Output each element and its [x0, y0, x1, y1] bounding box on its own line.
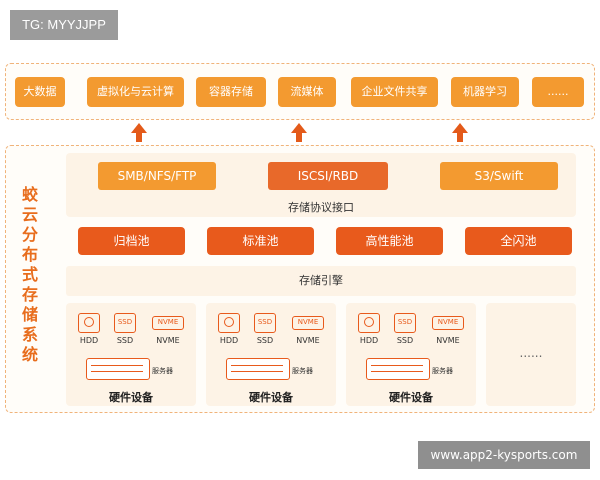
hdd-icon	[78, 313, 100, 333]
hdd-label: HDD	[79, 336, 99, 345]
hardware-label: 硬件设备	[249, 391, 293, 404]
server-label: 服务器	[292, 367, 313, 375]
system-title: 蛟云分布式存储系统	[21, 185, 38, 364]
server-label: 服务器	[152, 367, 173, 375]
app-streaming-media: 流媒体	[278, 77, 336, 107]
server-icon	[366, 358, 430, 380]
nvme-icon: NVME	[432, 316, 464, 330]
protocol-interface-label: 存储协议接口	[288, 201, 354, 214]
hdd-icon	[218, 313, 240, 333]
hdd-label: HDD	[219, 336, 239, 345]
hdd-icon	[358, 313, 380, 333]
ssd-icon: SSD	[254, 313, 276, 333]
pool-standard: 标准池	[207, 227, 314, 255]
ssd-label: SSD	[256, 336, 274, 345]
protocol-smb-nfs-ftp: SMB/NFS/FTP	[98, 162, 216, 190]
source-badge: TG: MYYJJPP	[10, 10, 118, 40]
watermark: www.app2-kysports.com	[418, 441, 590, 469]
pool-high-performance: 高性能池	[336, 227, 443, 255]
nvme-label: NVME	[296, 336, 320, 345]
server-icon	[226, 358, 290, 380]
hardware-label: 硬件设备	[109, 391, 153, 404]
hardware-group: SSD NVME HDD SSD NVME 服务器 硬件设备	[346, 303, 476, 406]
ssd-label: SSD	[116, 336, 134, 345]
app-big-data: 大数据	[15, 77, 65, 107]
storage-engine: 存储引擎	[66, 266, 576, 296]
nvme-icon: NVME	[152, 316, 184, 330]
protocol-s3-swift: S3/Swift	[440, 162, 558, 190]
server-label: 服务器	[432, 367, 453, 375]
server-icon	[86, 358, 150, 380]
hdd-label: HDD	[359, 336, 379, 345]
ssd-label: SSD	[396, 336, 414, 345]
protocol-iscsi-rbd: ISCSI/RBD	[268, 162, 388, 190]
app-virtualization-cloud: 虚拟化与云计算	[87, 77, 184, 107]
hardware-more: ......	[486, 303, 576, 406]
hardware-group: SSD NVME HDD SSD NVME 服务器 硬件设备	[206, 303, 336, 406]
nvme-label: NVME	[436, 336, 460, 345]
app-container-storage: 容器存储	[196, 77, 266, 107]
ssd-icon: SSD	[114, 313, 136, 333]
nvme-label: NVME	[156, 336, 180, 345]
app-more: ......	[532, 77, 584, 107]
application-layer: 大数据 虚拟化与云计算 容器存储 流媒体 企业文件共享 机器学习 ......	[5, 63, 595, 120]
app-machine-learning: 机器学习	[451, 77, 519, 107]
hardware-group: SSD NVME HDD SSD NVME 服务器 硬件设备	[66, 303, 196, 406]
app-enterprise-file-sharing: 企业文件共享	[351, 77, 438, 107]
hardware-label: 硬件设备	[389, 391, 433, 404]
pool-all-flash: 全闪池	[465, 227, 572, 255]
ssd-icon: SSD	[394, 313, 416, 333]
nvme-icon: NVME	[292, 316, 324, 330]
pool-archive: 归档池	[78, 227, 185, 255]
